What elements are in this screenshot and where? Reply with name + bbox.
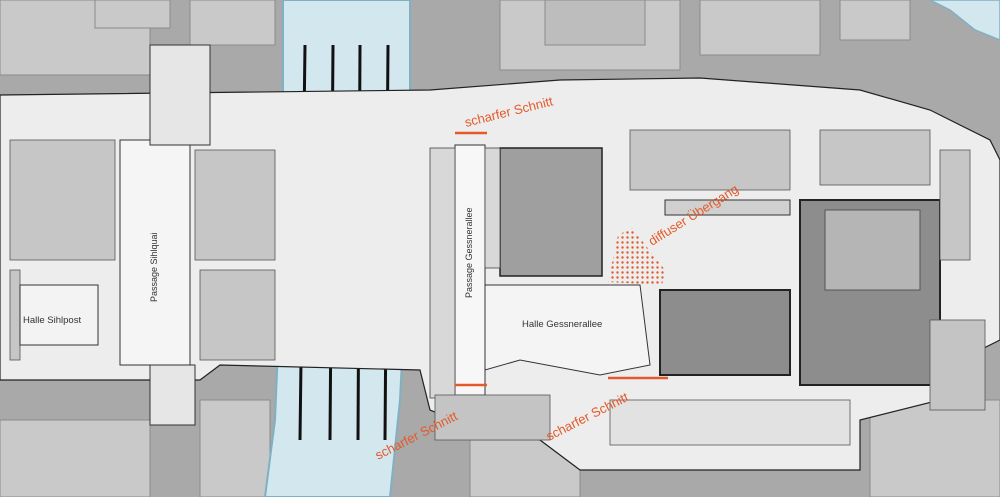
right-building-blocks xyxy=(659,199,941,386)
label-passage-gessnerallee: Passage Gessnerallee xyxy=(464,207,474,298)
upper-right-annexes xyxy=(629,129,971,261)
river-upper-right xyxy=(929,0,1000,41)
label-halle-sihlpost: Halle Sihlpost xyxy=(23,315,81,326)
halle-gessnerallee xyxy=(484,284,651,376)
central-block xyxy=(499,147,603,277)
passage-gessnerallee xyxy=(454,144,486,396)
label-halle-gessnerallee: Halle Gessnerallee xyxy=(522,319,602,330)
halle-sihlpost xyxy=(19,284,99,346)
lower-annexes xyxy=(434,319,986,446)
passage-sihlquai-north xyxy=(149,44,211,146)
gessnerallee-east-column xyxy=(484,147,501,269)
diffuse-transition-area xyxy=(608,228,665,285)
left-wing-rooms xyxy=(9,139,276,361)
gessnerallee-west-column xyxy=(429,147,456,399)
sharp-cut-markers xyxy=(455,131,668,387)
passage-sihlquai-south xyxy=(149,364,196,426)
label-passage-sihlquai: Passage Sihlquai xyxy=(149,232,159,302)
passage-sihlquai xyxy=(119,139,191,366)
